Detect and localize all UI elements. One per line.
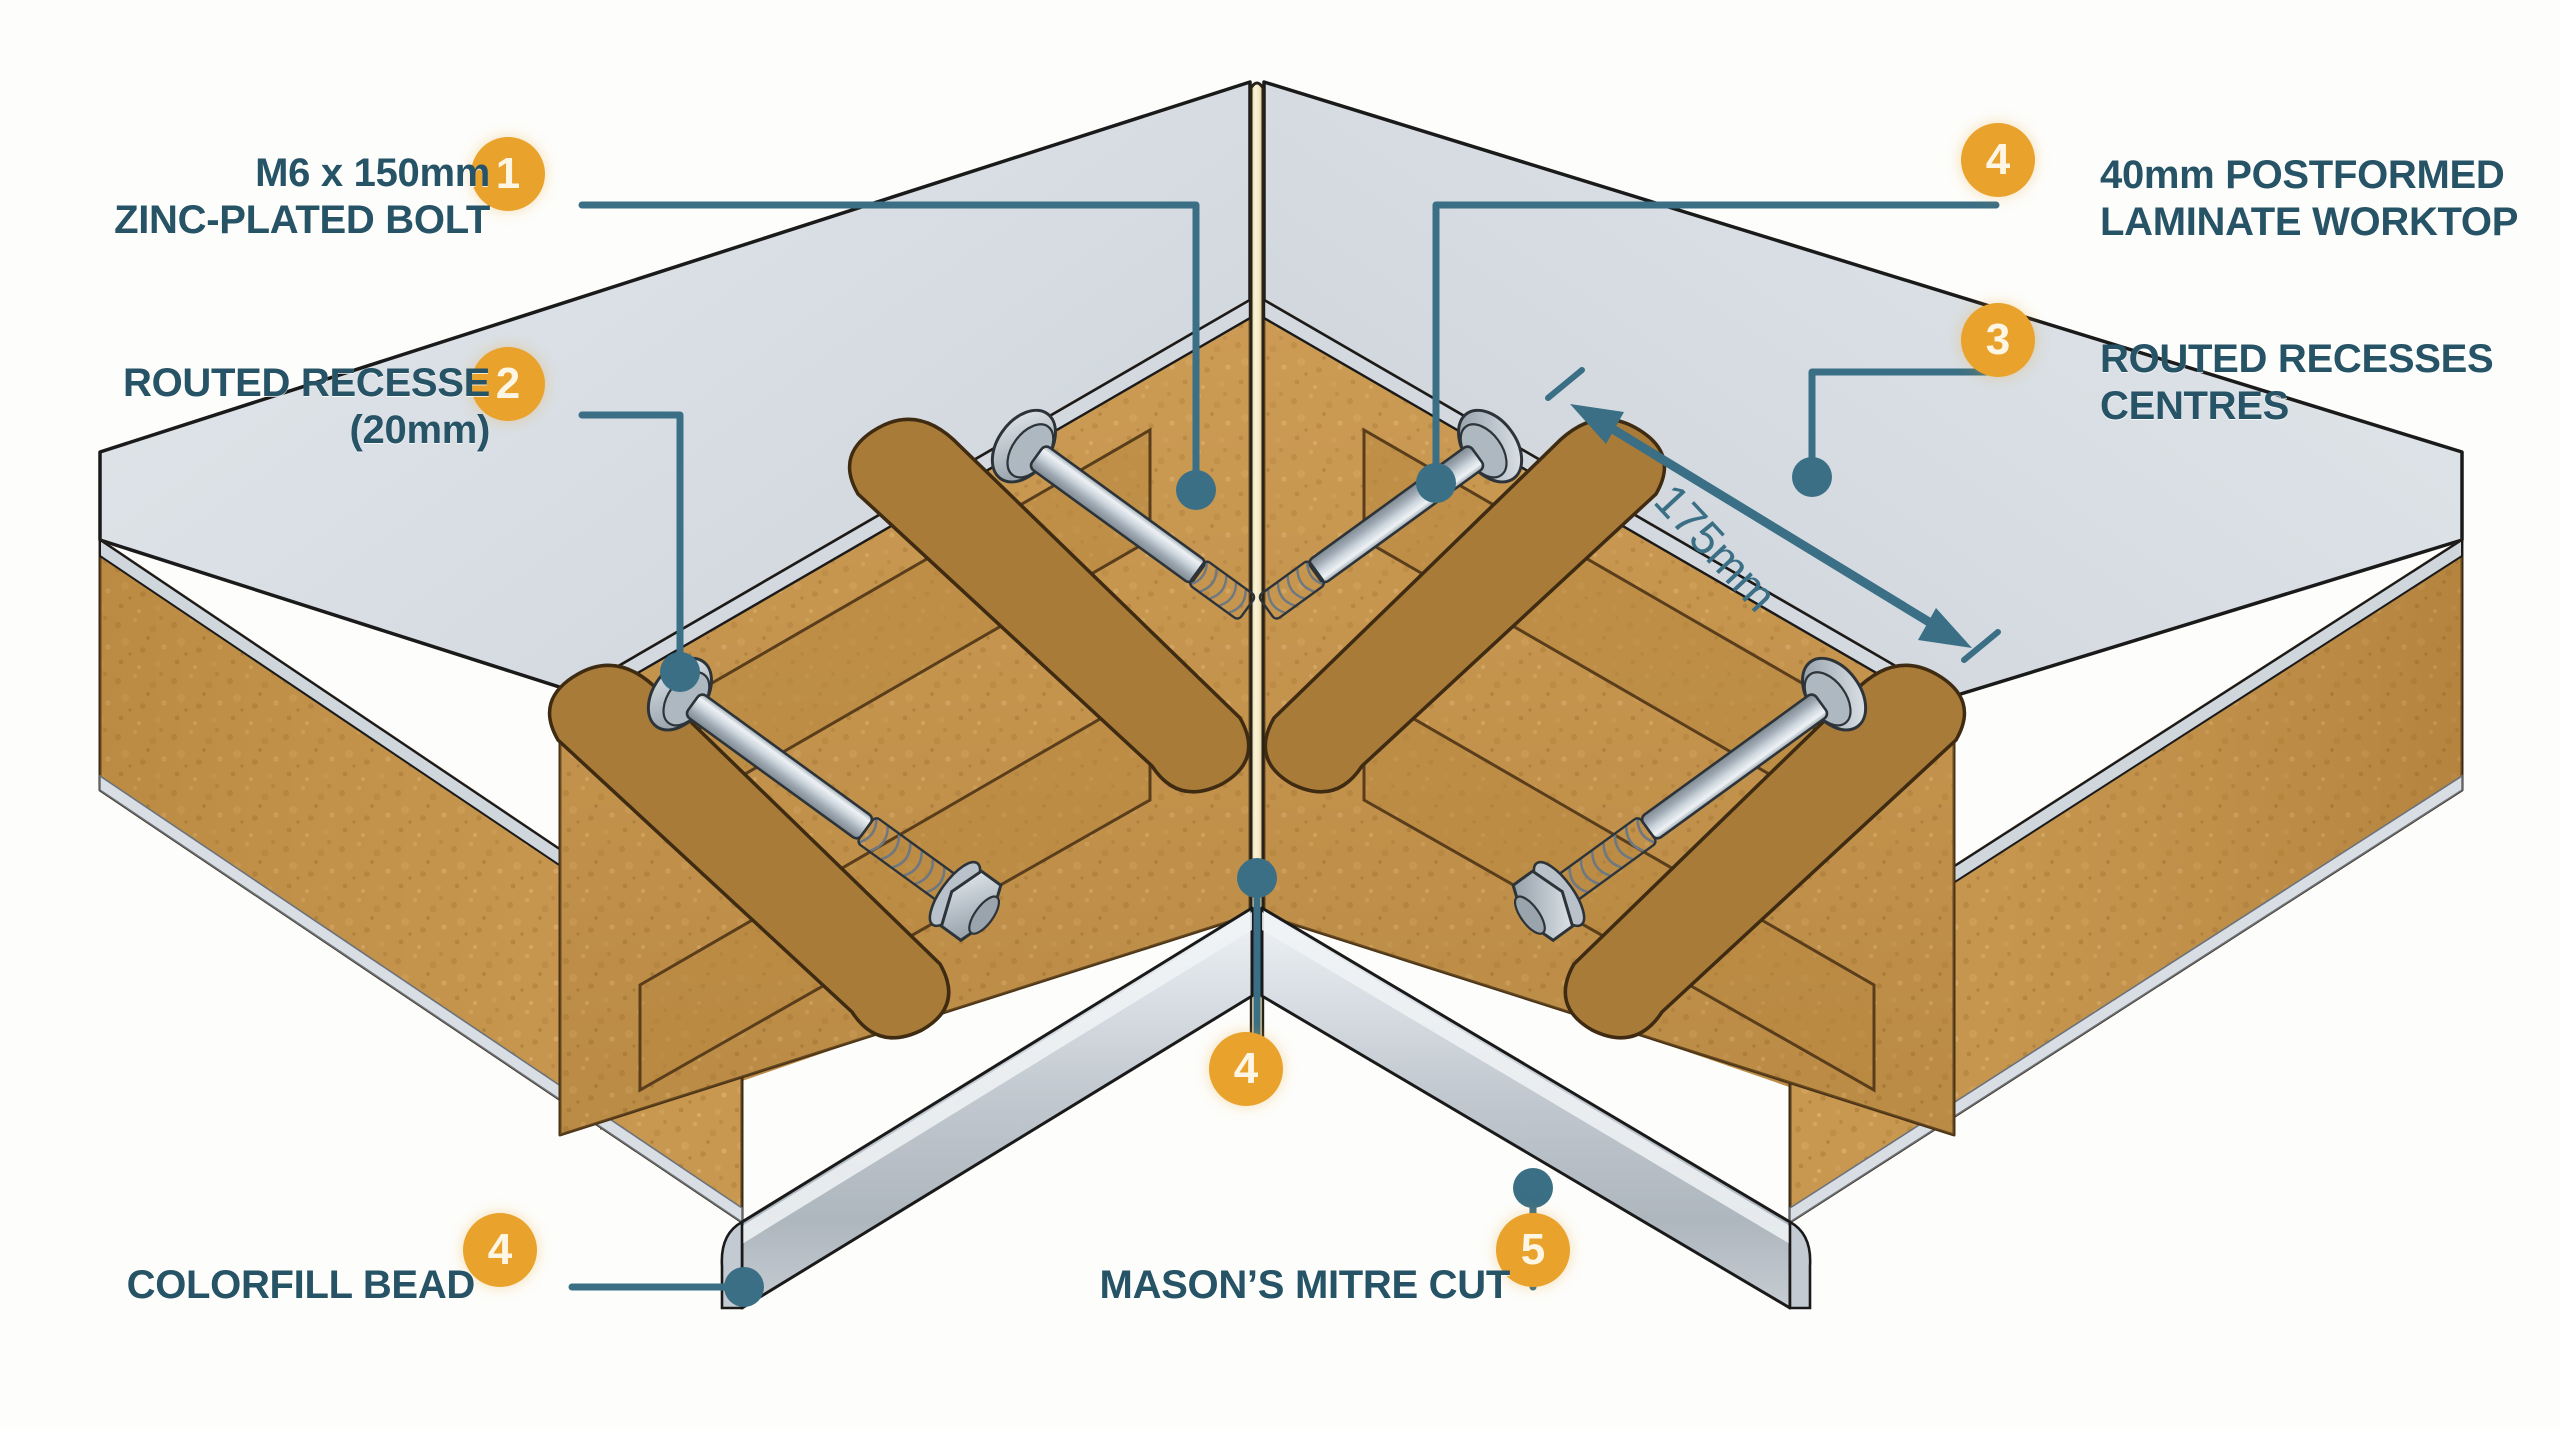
leader-dot-4-worktop	[1416, 463, 1456, 503]
leader-dot-colorfill	[724, 1267, 764, 1307]
leader-dot-mitre-top	[1237, 858, 1277, 898]
routed-recess-pockets	[547, 417, 1967, 1040]
postformed-edge-right	[1260, 906, 1812, 1310]
leader-line-4-worktop	[1432, 201, 2000, 482]
routed-recess-lower-left	[547, 663, 951, 1040]
leader-dots	[660, 457, 1832, 1307]
callout-badge-routed-recess[interactable]: 2	[471, 347, 545, 421]
leader-dot-mitre	[1513, 1168, 1553, 1208]
bolt-upper-left	[990, 408, 1256, 620]
callout-label-routed-recess: ROUTED RECESSE (20mm)	[123, 361, 490, 453]
routed-recess-lower-right	[1563, 663, 1967, 1040]
callout-label-bolt: M6 x 150mm ZINC-PLATED BOLT	[114, 151, 490, 243]
callout-label-worktop: 40mm POSTFORMED LAMINATE WORKTOP	[2100, 153, 2519, 245]
callout-badge-worktop[interactable]: 4	[1961, 123, 2035, 197]
leader-line-3	[1808, 368, 1998, 476]
callout-label-mitre-cut: MASON’S MITRE CUT	[1099, 1263, 1511, 1307]
leader-dot-1	[1176, 470, 1216, 510]
callout-badge-mitre-cut[interactable]: 5	[1496, 1213, 1570, 1287]
callout-badge-mitre-line-marker[interactable]: 4	[1209, 1032, 1283, 1106]
bolt-lower-right	[1511, 656, 1868, 943]
callout-label-recess-centres: ROUTED RECESSES CENTRES	[2100, 337, 2494, 429]
callout-badge-recess-centres[interactable]: 3	[1961, 303, 2035, 377]
callout-badge-colorfill-bead[interactable]: 4	[463, 1213, 537, 1287]
leader-line-1	[578, 201, 1200, 489]
callout-label-colorfill-bead: COLORFILL BEAD	[126, 1263, 476, 1307]
leader-dot-3	[1792, 457, 1832, 497]
callout-badge-bolt[interactable]: 1	[471, 137, 545, 211]
routed-recess-upper-left	[847, 417, 1251, 794]
dimension-arrow-175mm	[1545, 367, 2001, 663]
leader-line-2	[578, 411, 684, 672]
leader-dot-2	[660, 652, 700, 692]
